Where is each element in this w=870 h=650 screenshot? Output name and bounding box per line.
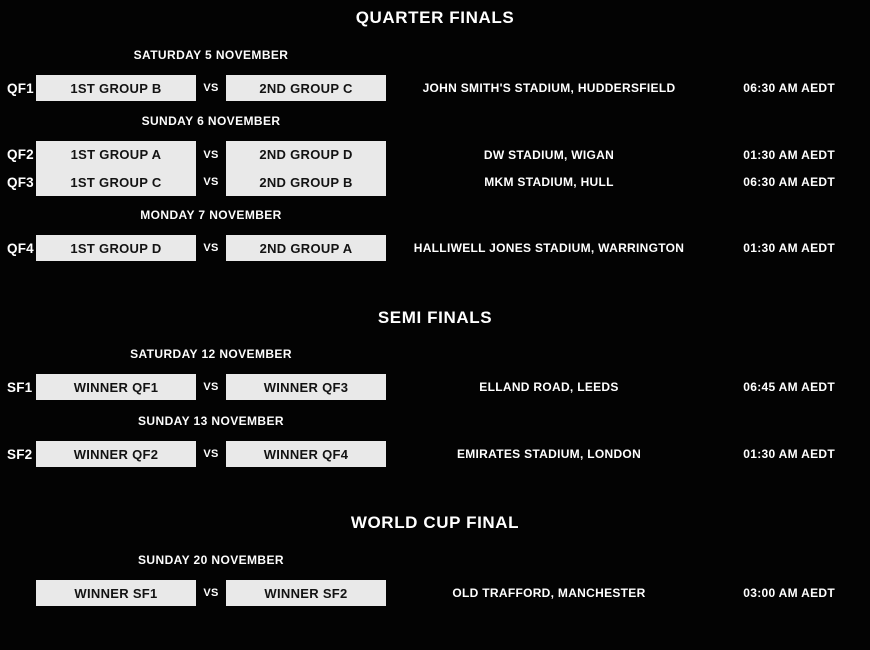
venue-label: DW STADIUM, WIGAN [483, 147, 615, 162]
date-header: SATURDAY 5 NOVEMBER [133, 48, 289, 62]
kickoff-time-label: 06:30 AM AEDT [743, 175, 835, 189]
home-team-box: WINNER QF1 [36, 374, 196, 400]
home-team-box: 1ST GROUP C [36, 168, 196, 196]
date-header: SUNDAY 6 NOVEMBER [141, 114, 281, 128]
section-title-semi-finals: SEMI FINALS [377, 308, 493, 327]
away-team-box: WINNER QF3 [226, 374, 386, 400]
away-team-box: 2ND GROUP B [226, 168, 386, 196]
match-row-final: WINNER SF1 VS WINNER SF2 OLD TRAFFORD, M… [0, 580, 870, 606]
match-row-qf2: QF2 1ST GROUP A VS 2ND GROUP D DW STADIU… [0, 141, 870, 168]
vs-label: VS [203, 176, 219, 188]
match-id: SF2 [7, 446, 33, 462]
section-title-quarter-finals: QUARTER FINALS [355, 8, 515, 27]
section-title-world-cup-final: WORLD CUP FINAL [350, 513, 520, 532]
kickoff-time-label: 01:30 AM AEDT [743, 447, 835, 461]
vs-label: VS [203, 242, 219, 254]
home-team-box: WINNER QF2 [36, 441, 196, 467]
vs-label: VS [203, 82, 219, 94]
match-id: SF1 [7, 379, 33, 395]
home-team-box: 1ST GROUP A [36, 141, 196, 168]
venue-label: EMIRATES STADIUM, LONDON [456, 447, 642, 461]
match-row-sf2: SF2 WINNER QF2 VS WINNER QF4 EMIRATES ST… [0, 441, 870, 467]
venue-label: ELLAND ROAD, LEEDS [479, 380, 619, 394]
match-row-qf3: QF3 1ST GROUP C VS 2ND GROUP B MKM STADI… [0, 168, 870, 196]
date-header: SUNDAY 20 NOVEMBER [138, 553, 284, 567]
home-team-box: 1ST GROUP B [36, 75, 196, 101]
vs-label: VS [203, 587, 219, 599]
match-row-qf1: QF1 1ST GROUP B VS 2ND GROUP C JOHN SMIT… [0, 75, 870, 101]
away-team-box: 2ND GROUP C [226, 75, 386, 101]
match-id: QF4 [7, 240, 34, 256]
venue-label: HALLIWELL JONES STADIUM, WARRINGTON [413, 241, 685, 255]
away-team-box: 2ND GROUP D [226, 141, 386, 168]
vs-label: VS [203, 448, 219, 460]
match-row-sf1: SF1 WINNER QF1 VS WINNER QF3 ELLAND ROAD… [0, 374, 870, 400]
away-team-box: WINNER QF4 [226, 441, 386, 467]
date-header: MONDAY 7 NOVEMBER [140, 208, 282, 222]
match-id [0, 580, 36, 606]
venue-label: OLD TRAFFORD, MANCHESTER [452, 586, 646, 600]
away-team-box: 2ND GROUP A [226, 235, 386, 261]
vs-label: VS [203, 148, 219, 161]
home-team-box: WINNER SF1 [36, 580, 196, 606]
kickoff-time-label: 06:30 AM AEDT [743, 81, 835, 95]
date-header: SUNDAY 13 NOVEMBER [138, 414, 284, 428]
date-header: SATURDAY 12 NOVEMBER [130, 347, 292, 361]
kickoff-time-label: 06:45 AM AEDT [743, 380, 835, 394]
kickoff-time-label: 01:30 AM AEDT [743, 147, 835, 162]
venue-label: MKM STADIUM, HULL [484, 175, 614, 189]
kickoff-time-label: 03:00 AM AEDT [743, 586, 835, 600]
home-team-box: 1ST GROUP D [36, 235, 196, 261]
away-team-box: WINNER SF2 [226, 580, 386, 606]
venue-label: JOHN SMITH'S STADIUM, HUDDERSFIELD [422, 81, 676, 95]
kickoff-time-label: 01:30 AM AEDT [743, 241, 835, 255]
vs-label: VS [203, 381, 219, 393]
match-id: QF2 [7, 147, 34, 162]
match-id: QF1 [7, 80, 34, 96]
match-row-qf4: QF4 1ST GROUP D VS 2ND GROUP A HALLIWELL… [0, 235, 870, 261]
match-id: QF3 [7, 174, 34, 190]
